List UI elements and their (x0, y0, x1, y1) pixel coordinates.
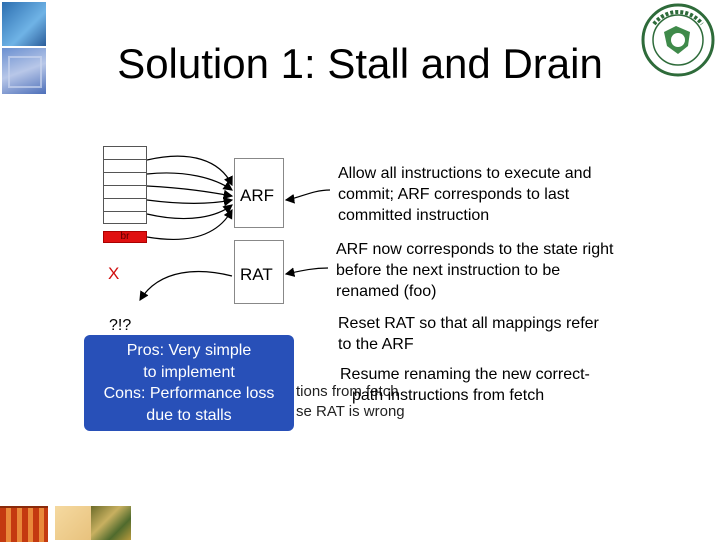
stack-entry (103, 198, 147, 211)
arrow-arf-to-note1 (284, 189, 331, 204)
stack-entry (103, 172, 147, 185)
pros-cons-text: Pros: Very simple to implement Cons: Per… (84, 340, 294, 426)
stack-entry (103, 211, 147, 224)
instruction-window-stack (103, 146, 147, 224)
branch-entry (103, 231, 147, 243)
footer-chip-image (0, 506, 48, 542)
step-resume-note-line1: Resume renaming the new correct- (340, 366, 590, 383)
stack-entry (103, 146, 147, 159)
rat-box (234, 240, 284, 304)
rat-label: RAT (240, 265, 273, 284)
pros-line: Pros: Very simple (126, 342, 252, 359)
footer-chip-image (91, 506, 131, 540)
step-arf-state-note: ARF now corresponds to the state right b… (336, 241, 614, 300)
arf-label: ARF (240, 186, 274, 205)
unknown-marker: ?!? (109, 317, 132, 334)
mispredict-marker: X (108, 264, 120, 283)
stack-entry (103, 185, 147, 198)
institute-seal-logo (641, 3, 715, 77)
arrow-rat-loop (139, 271, 233, 302)
step-resume-note-line2: path instructions from fetch (352, 387, 545, 404)
step-commit-note: Allow all instructions to execute and co… (338, 165, 592, 224)
arrow-rat-to-note2 (284, 267, 329, 277)
arrow-stack-to-arf (146, 172, 233, 191)
arrow-branch-to-arf (146, 208, 233, 240)
step-reset-rat-note: Reset RAT so that all mappings refer to … (338, 315, 599, 353)
overlapped-text: tions from fetch se RAT is wrong (296, 382, 405, 422)
arrow-stack-to-arf (146, 196, 234, 207)
branch-label: br (120, 231, 130, 242)
overlapped-text-line: se RAT is wrong (296, 403, 405, 420)
pros-cons-box (84, 335, 294, 431)
pros-line: to implement (143, 363, 235, 381)
cons-line: due to stalls (146, 406, 232, 424)
stack-entry (103, 159, 147, 172)
arf-box (234, 158, 284, 228)
arrow-stack-to-arf (146, 204, 233, 220)
slide-title: Solution 1: Stall and Drain (117, 40, 603, 87)
cons-line: Cons: Performance loss (103, 385, 275, 402)
footer-chip-image (55, 506, 91, 540)
arrow-stack-to-arf (146, 185, 234, 200)
arrow-stack-to-arf (146, 155, 233, 187)
header-logo-image (0, 0, 48, 98)
overlapped-text-line: tions from fetch (296, 383, 399, 400)
